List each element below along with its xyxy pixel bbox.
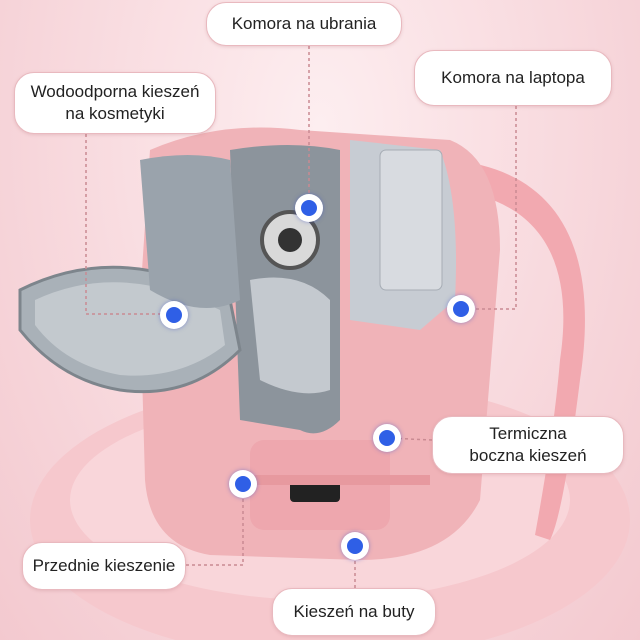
- label-clothes-text: Komora na ubrania: [231, 14, 377, 33]
- side-strap: [240, 475, 430, 485]
- label-cosmetics-pocket: Wodoodporna kieszeń na kosmetyki: [14, 72, 216, 134]
- camera-lens-inner: [278, 228, 302, 252]
- label-thermal-text: Termiczna boczna kieszeń: [469, 424, 587, 465]
- clothes: [250, 277, 330, 394]
- inner-pocket: [140, 155, 240, 308]
- label-thermal-pocket: Termiczna boczna kieszeń: [432, 416, 624, 474]
- label-cosmetics-text: Wodoodporna kieszeń na kosmetyki: [30, 82, 200, 123]
- laptop: [379, 149, 443, 291]
- marker-front: [229, 470, 257, 498]
- marker-clothes: [295, 194, 323, 222]
- label-shoe-pocket: Kieszeń na buty: [272, 588, 436, 636]
- marker-thermal: [373, 424, 401, 452]
- buckle: [290, 480, 340, 502]
- label-shoes-text: Kieszeń na buty: [293, 602, 415, 621]
- label-clothes-compartment: Komora na ubrania: [206, 2, 402, 46]
- marker-shoes: [341, 532, 369, 560]
- label-front-pockets: Przednie kieszenie: [22, 542, 186, 590]
- marker-cosmetics: [160, 301, 188, 329]
- label-front-text: Przednie kieszenie: [32, 556, 176, 575]
- marker-laptop: [447, 295, 475, 323]
- label-laptop-text: Komora na laptopa: [441, 68, 585, 87]
- label-laptop-compartment: Komora na laptopa: [414, 50, 612, 106]
